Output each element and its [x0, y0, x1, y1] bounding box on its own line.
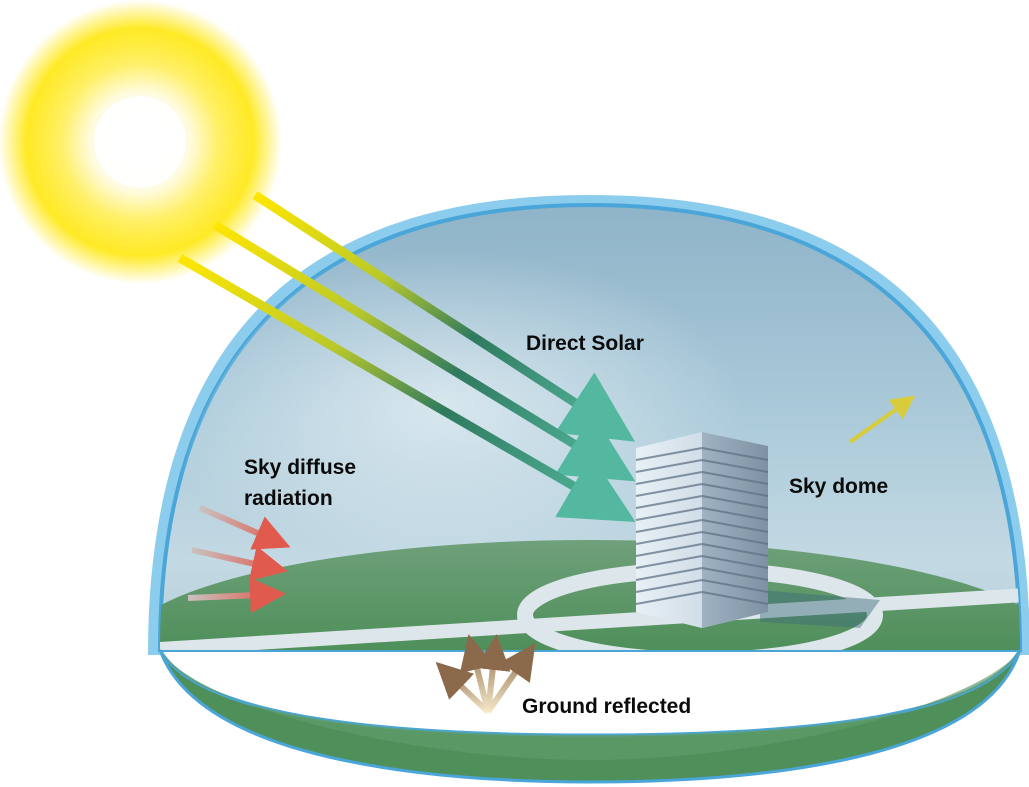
- sky-dome-label: Sky dome: [789, 475, 888, 498]
- solar-beam-3: [177, 254, 636, 523]
- reflected-arrow-2: [459, 634, 495, 713]
- reflected-arrow-4: [485, 643, 536, 714]
- ground-plane: [160, 540, 1020, 650]
- reflected-arrow-1: [435, 661, 491, 715]
- direct-solar-label: Direct Solar: [526, 332, 644, 355]
- tower-building: [635, 432, 769, 628]
- diffuse-arrow-3: [187, 577, 286, 614]
- ground-reflected-label: Ground reflected: [522, 695, 691, 718]
- sky-diffuse-label-line2: radiation: [244, 487, 333, 510]
- direct-solar-beams: [177, 191, 636, 523]
- reflected-arrow-3: [474, 634, 511, 713]
- sky-diffuse-arrows: [187, 505, 291, 614]
- solar-beam-1: [252, 191, 636, 442]
- ground-bowl: [158, 649, 1022, 784]
- sun-icon: [0, 0, 282, 284]
- ground-reflected-arrows: [435, 634, 536, 715]
- solar-beam-2: [212, 221, 636, 482]
- straight-road: [160, 588, 1020, 650]
- sky-diffuse-label-line1: Sky diffuse: [244, 456, 356, 479]
- diffuse-arrow-1: [198, 505, 291, 550]
- sky-dome-arrow: [848, 395, 916, 444]
- diffuse-arrow-2: [191, 545, 288, 582]
